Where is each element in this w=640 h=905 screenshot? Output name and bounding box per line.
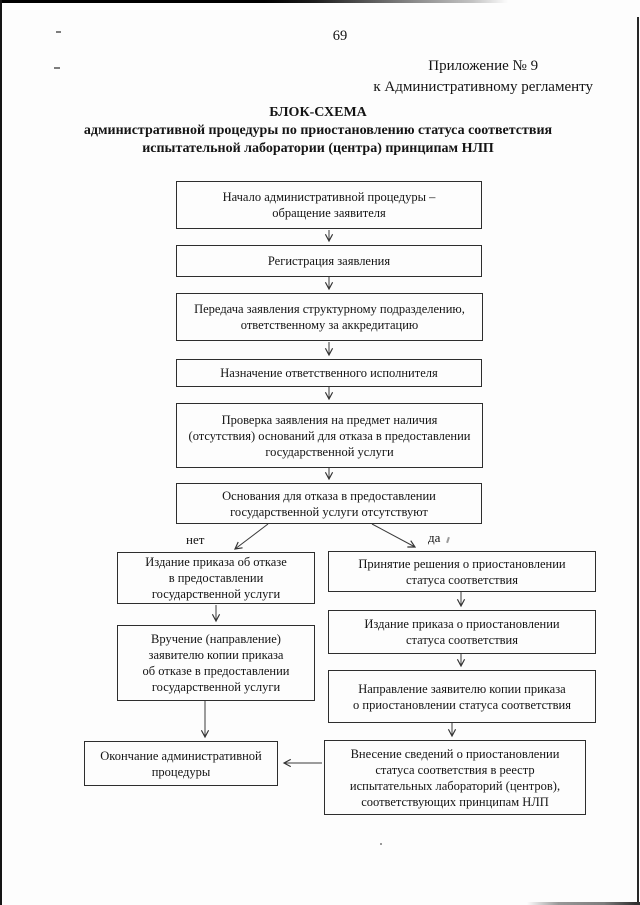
- flow-box-registry: Внесение сведений о приостановлении стат…: [324, 740, 586, 815]
- scan-edge-bottom: [527, 902, 640, 905]
- flow-box-refusal-copy: Вручение (направление) заявителю копии п…: [117, 625, 315, 701]
- appendix-line: к Административному регламенту: [373, 79, 593, 95]
- flow-box-decision: Основания для отказа в предоставлении го…: [176, 483, 482, 524]
- flow-box-check: Проверка заявления на предмет наличия (о…: [176, 403, 483, 468]
- scan-edge-right: [637, 17, 639, 905]
- flow-box-start: Начало административной процедуры – обра…: [176, 181, 482, 229]
- appendix-note: Приложение № 9 к Административному регла…: [373, 56, 593, 98]
- appendix-line: Приложение № 9: [428, 58, 539, 74]
- flow-box-suspend-decision: Принятие решения о приостановлении стату…: [328, 551, 596, 592]
- page-title: БЛОК-СХЕМА административной процедуры по…: [83, 105, 553, 156]
- branch-label-yes: да: [428, 530, 441, 545]
- scan-edge-top: [0, 0, 508, 3]
- flow-box-suspend-order: Издание приказа о приостановлении статус…: [328, 610, 596, 654]
- flow-box-assignment: Назначение ответственного исполнителя: [176, 359, 482, 387]
- scan-artifact: [446, 536, 450, 544]
- flow-box-refusal-order: Издание приказа об отказе в предоставлен…: [117, 552, 315, 604]
- scan-edge-left: [0, 0, 2, 905]
- scan-artifact: [54, 67, 60, 69]
- scan-artifact: [56, 31, 61, 33]
- flow-box-registration: Регистрация заявления: [176, 245, 482, 277]
- flow-box-transfer: Передача заявления структурному подразде…: [176, 293, 483, 341]
- page-number: 69: [332, 28, 348, 44]
- scan-artifact: [380, 843, 382, 845]
- flow-box-end: Окончание административной процедуры: [84, 741, 278, 786]
- flow-box-suspend-copy: Направление заявителю копии приказа о пр…: [328, 670, 596, 723]
- branch-label-no: нет: [186, 532, 205, 547]
